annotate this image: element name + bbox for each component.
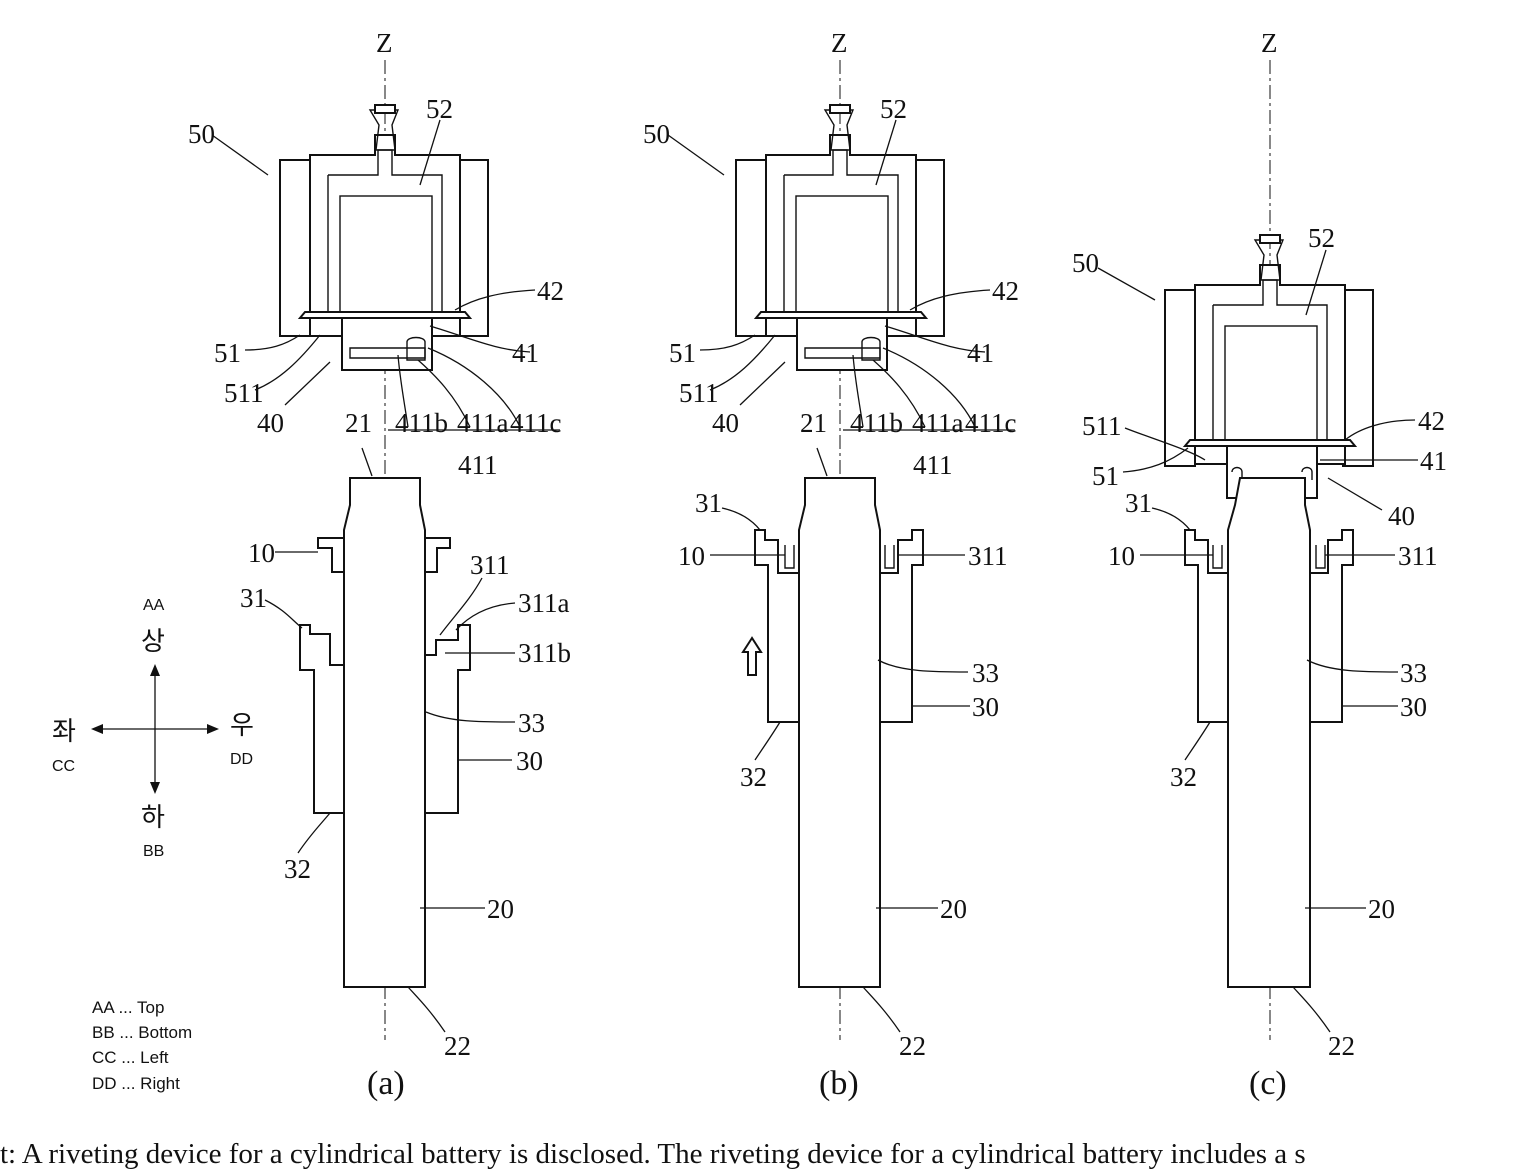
ref-21: 21 bbox=[345, 408, 372, 438]
ref-51: 51 bbox=[1092, 461, 1119, 491]
dir-down-code: BB bbox=[143, 843, 164, 860]
pusher-41 bbox=[342, 318, 432, 370]
ref-30: 30 bbox=[516, 746, 543, 776]
ref-20: 20 bbox=[940, 894, 967, 924]
terminal-20 bbox=[344, 478, 425, 987]
ref-52: 52 bbox=[880, 94, 907, 124]
ref-21: 21 bbox=[800, 408, 827, 438]
ref-411: 411 bbox=[458, 450, 498, 480]
ref-41: 41 bbox=[512, 338, 539, 368]
ref-311: 311 bbox=[470, 550, 510, 580]
ref-10: 10 bbox=[248, 538, 275, 568]
terminal-20 bbox=[799, 478, 880, 987]
ref-511: 511 bbox=[224, 378, 264, 408]
ref-411c: 411c bbox=[965, 408, 1016, 438]
ref-511: 511 bbox=[1082, 411, 1122, 441]
ref-411a: 411a bbox=[912, 408, 963, 438]
ref-31: 31 bbox=[1125, 488, 1152, 518]
ref-33: 33 bbox=[972, 658, 999, 688]
ref-50: 50 bbox=[643, 119, 670, 149]
ref-30: 30 bbox=[1400, 692, 1427, 722]
ref-40: 40 bbox=[712, 408, 739, 438]
patent-figure: Z bbox=[0, 0, 1535, 1140]
z-axis-label: Z bbox=[376, 28, 393, 58]
ref-41: 41 bbox=[967, 338, 994, 368]
panel-b: Z bbox=[643, 28, 1019, 1102]
riveting-head-50 bbox=[736, 105, 944, 336]
ref-511: 511 bbox=[679, 378, 719, 408]
ref-52: 52 bbox=[426, 94, 453, 124]
z-axis-label: Z bbox=[1261, 28, 1278, 58]
panel-a: Z bbox=[188, 28, 571, 1102]
ref-31: 31 bbox=[240, 583, 267, 613]
arrow-right-icon bbox=[207, 724, 219, 734]
legend-item: DD ... Right bbox=[92, 1074, 180, 1093]
ref-311: 311 bbox=[968, 541, 1008, 571]
ref-311b: 311b bbox=[518, 638, 571, 668]
panel-label-c: (c) bbox=[1249, 1065, 1287, 1102]
panel-label-b: (b) bbox=[819, 1065, 859, 1102]
ref-40: 40 bbox=[1388, 501, 1415, 531]
ref-411: 411 bbox=[913, 450, 953, 480]
up-arrow bbox=[743, 638, 761, 675]
ref-10: 10 bbox=[678, 541, 705, 571]
dir-down-label: 하 bbox=[141, 803, 165, 833]
dir-right-label: 우 bbox=[230, 711, 254, 741]
dir-up-code: AA bbox=[143, 597, 165, 614]
riveting-head-50 bbox=[1165, 235, 1373, 466]
ref-51: 51 bbox=[214, 338, 241, 368]
ref-41: 41 bbox=[1420, 446, 1447, 476]
ref-22: 22 bbox=[899, 1031, 926, 1061]
ref-32: 32 bbox=[740, 762, 767, 792]
pusher-41 bbox=[797, 318, 887, 370]
ref-311: 311 bbox=[1398, 541, 1438, 571]
ref-32: 32 bbox=[1170, 762, 1197, 792]
legend-item: CC ... Left bbox=[92, 1048, 169, 1067]
riveting-head-50 bbox=[280, 105, 488, 336]
ref-42: 42 bbox=[1418, 406, 1445, 436]
legend-item: BB ... Bottom bbox=[92, 1023, 192, 1042]
ref-40: 40 bbox=[257, 408, 284, 438]
z-axis-label: Z bbox=[831, 28, 848, 58]
terminal-20 bbox=[1228, 478, 1310, 987]
direction-legend: AA ... Top BB ... Bottom CC ... Left DD … bbox=[92, 998, 192, 1093]
ref-32: 32 bbox=[284, 854, 311, 884]
ref-31: 31 bbox=[695, 488, 722, 518]
panel-c: Z bbox=[1072, 28, 1447, 1102]
ref-22: 22 bbox=[444, 1031, 471, 1061]
ref-42: 42 bbox=[537, 276, 564, 306]
dir-left-code: CC bbox=[52, 758, 75, 775]
ref-411b: 411b bbox=[850, 408, 903, 438]
arrow-left-icon bbox=[91, 724, 103, 734]
ref-50: 50 bbox=[188, 119, 215, 149]
ref-411a: 411a bbox=[457, 408, 508, 438]
ref-411c: 411c bbox=[510, 408, 561, 438]
arrow-up-icon bbox=[150, 664, 160, 676]
ref-52: 52 bbox=[1308, 223, 1335, 253]
ref-42: 42 bbox=[992, 276, 1019, 306]
arrow-down-icon bbox=[150, 782, 160, 794]
panel-label-a: (a) bbox=[367, 1065, 405, 1102]
direction-indicator: AA 상 하 BB 좌 CC 우 DD bbox=[52, 597, 254, 860]
legend-item: AA ... Top bbox=[92, 998, 164, 1017]
ref-411b: 411b bbox=[395, 408, 448, 438]
ref-20: 20 bbox=[487, 894, 514, 924]
ref-51: 51 bbox=[669, 338, 696, 368]
dir-up-label: 상 bbox=[141, 627, 165, 657]
dir-left-label: 좌 bbox=[52, 717, 76, 747]
dir-right-code: DD bbox=[230, 751, 253, 768]
abstract-caption: t: A riveting device for a cylindrical b… bbox=[0, 1138, 1306, 1171]
ref-311a: 311a bbox=[518, 588, 569, 618]
ref-50: 50 bbox=[1072, 248, 1099, 278]
ref-22: 22 bbox=[1328, 1031, 1355, 1061]
ref-20: 20 bbox=[1368, 894, 1395, 924]
ref-30: 30 bbox=[972, 692, 999, 722]
ref-33: 33 bbox=[1400, 658, 1427, 688]
ref-33: 33 bbox=[518, 708, 545, 738]
ref-10: 10 bbox=[1108, 541, 1135, 571]
